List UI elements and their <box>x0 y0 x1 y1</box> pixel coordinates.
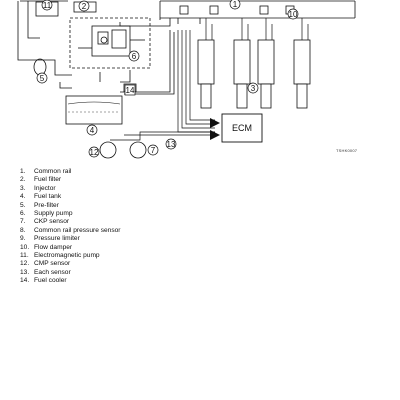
callout-1: 1 <box>233 0 238 9</box>
ecm-unit: ECM <box>210 113 263 143</box>
legend-item-label: Common rail pressure sensor <box>34 226 121 234</box>
callout-14: 14 <box>126 86 135 95</box>
legend-item-number: 10. <box>20 243 30 251</box>
legend-item: 4. Fuel tank <box>20 193 120 201</box>
legend-item: 5. Pre-filter <box>20 202 120 210</box>
legend-item-label: Fuel cooler <box>34 277 67 285</box>
legend-item-number: 8. <box>20 226 26 234</box>
legend-item: 11. Electromagnetic pump <box>20 252 120 260</box>
fuel-system-diagram: ECM <box>17 0 356 159</box>
legend-item-label: Supply pump <box>34 210 73 218</box>
legend-item-number: 4. <box>20 193 26 201</box>
callout-6: 6 <box>132 52 137 61</box>
supply-pump-graphic <box>69 17 151 69</box>
legend-item-label: Each sensor <box>34 268 71 276</box>
injectors-graphic <box>197 39 311 109</box>
callout-4: 4 <box>90 126 95 135</box>
legend-item-number: 11. <box>20 252 29 260</box>
legend-item-number: 12. <box>20 260 30 268</box>
callout-13: 13 <box>167 140 176 149</box>
legend-item-label: CKP sensor <box>34 218 70 226</box>
callout-11: 11 <box>43 1 52 10</box>
legend-item-label: CMP sensor <box>34 260 71 268</box>
ecm-label: ECM <box>232 123 252 133</box>
cmp-sensor-graphic <box>99 141 117 159</box>
legend-item-label: Fuel filter <box>34 176 62 184</box>
legend-item: 6. Supply pump <box>20 210 120 218</box>
legend-item-label: Pre-filter <box>34 201 59 209</box>
legend-item: 13. Each sensor <box>20 269 120 277</box>
component-legend: 1. Common rail 2. Fuel filter 3. Injector 4. Fu… <box>20 168 120 286</box>
fuel-tank-graphic <box>65 95 123 125</box>
legend-item: 7. CKP sensor <box>20 218 120 226</box>
legend-item-number: 3. <box>20 184 26 192</box>
legend-item-label: Fuel tank <box>34 193 62 201</box>
legend-item-number: 1. <box>20 168 26 175</box>
legend-item: 14. Fuel cooler <box>20 277 120 285</box>
legend-item: 12. CMP sensor <box>20 260 120 268</box>
legend-item-number: 6. <box>20 210 26 218</box>
legend-item-number: 7. <box>20 218 26 226</box>
legend-item-label: Electromagnetic pump <box>34 252 100 260</box>
legend-item: 8. Common rail pressure sensor <box>20 227 120 235</box>
legend-item-number: 9. <box>20 235 26 243</box>
legend-item-number: 13. <box>20 268 30 276</box>
legend-item: 2. Fuel filter <box>20 176 120 184</box>
legend-item-label: Flow damper <box>34 243 73 251</box>
legend-item-number: 5. <box>20 201 26 209</box>
legend-item: 3. Injector <box>20 185 120 193</box>
legend-item-label: Common rail <box>34 168 72 175</box>
callout-10: 10 <box>289 10 298 19</box>
legend-item: 1. Common rail <box>20 168 120 176</box>
legend-item-number: 14. <box>20 277 30 285</box>
callout-2: 2 <box>82 2 87 11</box>
legend-item-label: Injector <box>34 184 56 192</box>
ckp-sensor-graphic <box>129 141 147 159</box>
callout-12: 12 <box>90 148 99 157</box>
legend-item-number: 2. <box>20 176 26 184</box>
callout-3: 3 <box>251 84 256 93</box>
legend-item-label: Pressure limiter <box>34 235 80 243</box>
callout-7: 7 <box>151 146 156 155</box>
legend-item: 9. Pressure limiter <box>20 235 120 243</box>
legend-item: 10. Flow damper <box>20 244 120 252</box>
callout-5: 5 <box>40 74 45 83</box>
figure-code: TSHK0007 <box>336 148 358 153</box>
